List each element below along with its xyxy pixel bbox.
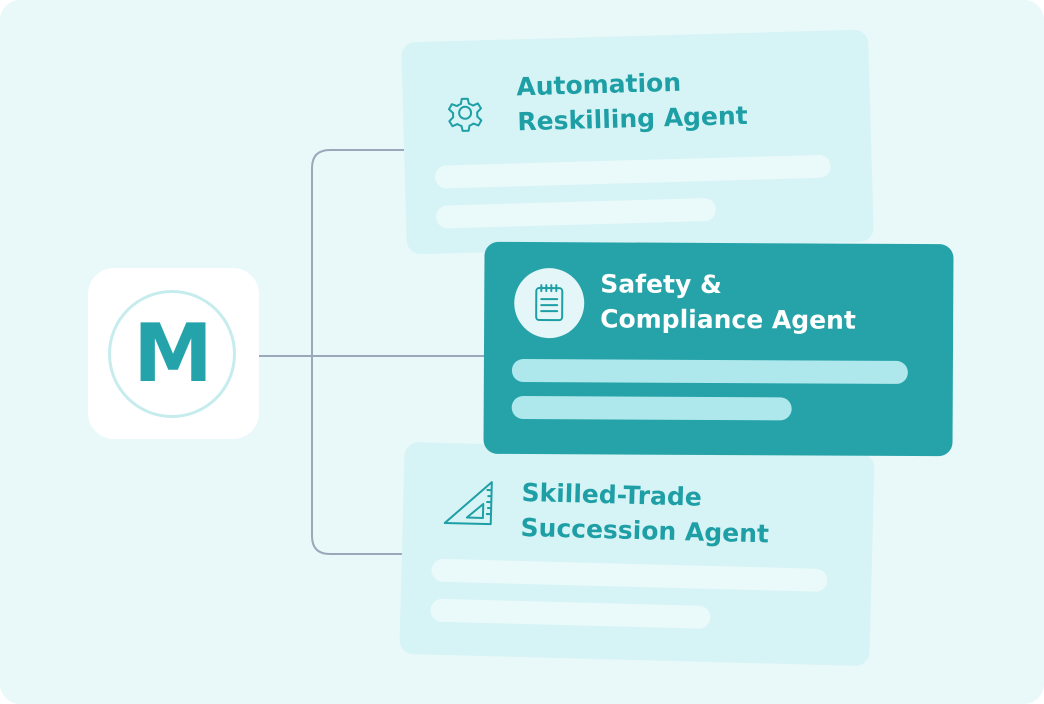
placeholder-line: [431, 558, 828, 592]
gear-icon: [448, 97, 483, 132]
document-icon: [535, 284, 564, 322]
placeholder-line: [511, 395, 792, 421]
m-logo-icon: M: [108, 290, 236, 418]
placeholder-line: [511, 358, 908, 384]
placeholder-line: [430, 598, 711, 629]
document-icon-badge: [514, 267, 585, 339]
set-square-icon: [443, 481, 493, 526]
agent-card-safety-compliance[interactable]: Safety & Compliance Agent: [483, 241, 954, 457]
agent-card-title: Automation Reskilling Agent: [516, 67, 749, 137]
hub-logo-tile: M: [88, 268, 259, 439]
agent-card-skilled-trade-succession[interactable]: Skilled-Trade Succession Agent: [399, 441, 875, 667]
agent-card-title: Skilled-Trade Succession Agent: [520, 477, 770, 549]
placeholder-line: [434, 154, 832, 189]
logo-letter: M: [133, 307, 213, 400]
agent-card-automation-reskilling[interactable]: Automation Reskilling Agent: [401, 29, 874, 255]
placeholder-line: [435, 197, 717, 229]
agent-card-title: Safety & Compliance Agent: [600, 269, 856, 335]
